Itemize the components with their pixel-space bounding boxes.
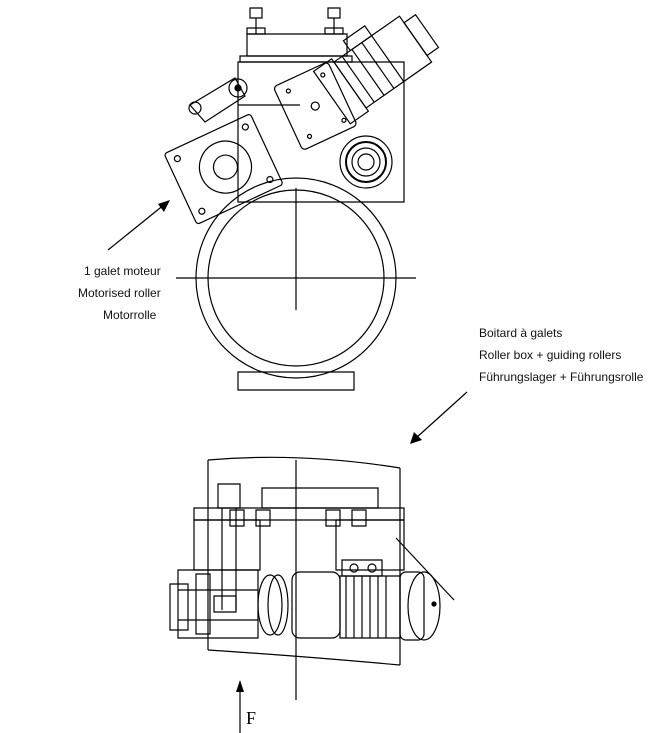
force-label: F (246, 708, 257, 728)
motor-roller-label-en: Motorised roller (78, 286, 161, 300)
motor-roller-label-fr: 1 galet moteur (84, 264, 161, 278)
motor-roller-arrow (108, 200, 170, 250)
top-bolts (247, 8, 343, 34)
roller-box-label-fr: Boitard à galets (479, 326, 563, 340)
roller-box-label-de: Führungslager + Führungsrolle (479, 370, 644, 384)
roller-box-label-en: Roller box + guiding rollers (479, 348, 622, 362)
top-view (108, 0, 445, 390)
angled-motor (309, 0, 445, 124)
bottom-view (170, 457, 454, 700)
force-arrow (236, 680, 244, 733)
motorised-roller-assembly (164, 114, 283, 225)
roller-stub (238, 372, 354, 390)
rail-top (208, 457, 400, 468)
coupling (258, 575, 288, 635)
bottom-motor (292, 560, 440, 640)
left-gear-block (170, 570, 258, 638)
motor-roller-label-de: Motorrolle (103, 308, 157, 322)
housing-body (238, 62, 404, 202)
main-roller (176, 178, 416, 378)
top-plate (247, 34, 347, 56)
lever-arm (189, 78, 247, 122)
gearbox (273, 62, 357, 151)
bearing (340, 136, 392, 188)
roller-box-arrow (410, 392, 467, 444)
rail-bottom (208, 650, 400, 665)
